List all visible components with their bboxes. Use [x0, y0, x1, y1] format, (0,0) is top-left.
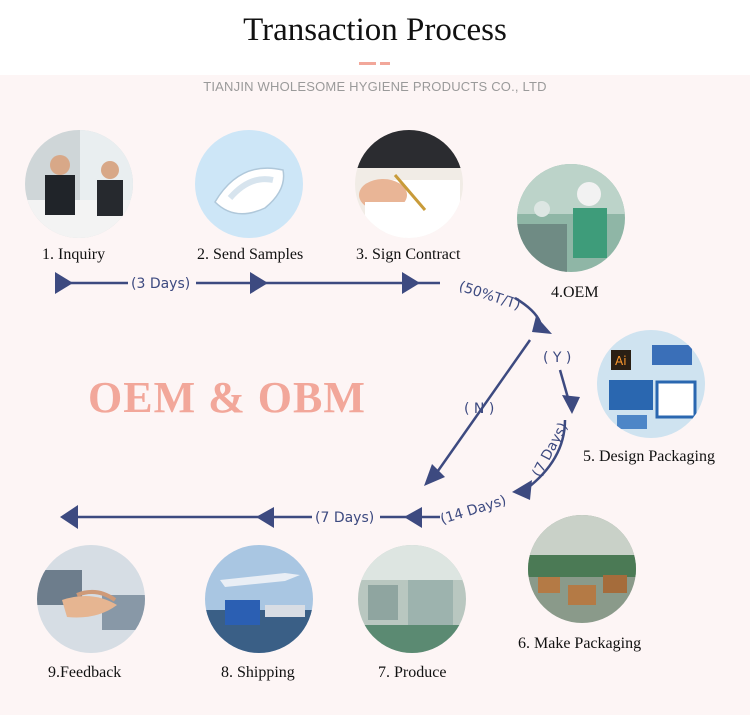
shipping-transport-photo: [205, 545, 313, 653]
oem-obm-heading: OEM & OBM: [88, 373, 366, 422]
arrowhead-samples: [250, 272, 268, 294]
factory-worker-photo: [517, 164, 625, 272]
title-underline-right: [380, 62, 390, 65]
sanitary-pad-photo: [195, 130, 303, 238]
yes-label: ( Y ): [543, 350, 571, 366]
days-3-label: (3 Days): [131, 276, 190, 292]
arrowhead-design: [562, 395, 580, 414]
step-6-label: 6. Make Packaging: [518, 635, 642, 652]
handshake-photo: [37, 545, 145, 653]
arrowhead-oem: [532, 316, 552, 334]
design-days-label: (7 Days): [529, 420, 571, 480]
design-curve: [524, 419, 567, 491]
step-3-label: 3. Sign Contract: [356, 246, 461, 263]
no-flow-line: [431, 339, 532, 479]
step-5-label: 5. Design Packaging: [583, 448, 715, 465]
signing-contract-photo: [355, 130, 463, 238]
step-7-label: 7. Produce: [378, 664, 447, 681]
no-label: ( N ): [464, 401, 494, 417]
step-1-label: 1. Inquiry: [42, 246, 106, 263]
days-3-bg: [128, 272, 196, 294]
packaging-design-photo: Ai: [597, 330, 705, 438]
days-14-label: (14 Days): [438, 493, 508, 528]
page-title: Transaction Process: [243, 12, 507, 48]
company-name: TIANJIN WHOLESOME HYGIENE PRODUCTS CO., …: [203, 79, 547, 94]
svg-text:Ai: Ai: [615, 354, 627, 368]
days-7-ship-bg: [312, 506, 380, 528]
step-2-label: 2. Send Samples: [197, 246, 304, 263]
arrowhead-start: [55, 272, 73, 294]
arrowhead-no: [424, 464, 445, 486]
step-9-label: 9.Feedback: [48, 664, 122, 681]
step-4-label: 4.OEM: [551, 284, 599, 301]
arrowhead-make-packaging: [512, 480, 532, 500]
arrowhead-shipping: [256, 507, 274, 528]
arrowhead-produce: [404, 507, 422, 528]
payment-label: (50%T/T): [457, 279, 523, 314]
arrowhead-contract: [402, 272, 420, 294]
business-meeting-photo: [25, 130, 133, 238]
title-underline-left: [359, 62, 376, 65]
step-8-label: 8. Shipping: [221, 664, 295, 681]
arrowhead-feedback: [60, 505, 78, 529]
packaging-warehouse-photo: [528, 515, 636, 623]
days-7-ship-label: (7 Days): [315, 510, 374, 526]
production-line-photo: [358, 545, 466, 653]
